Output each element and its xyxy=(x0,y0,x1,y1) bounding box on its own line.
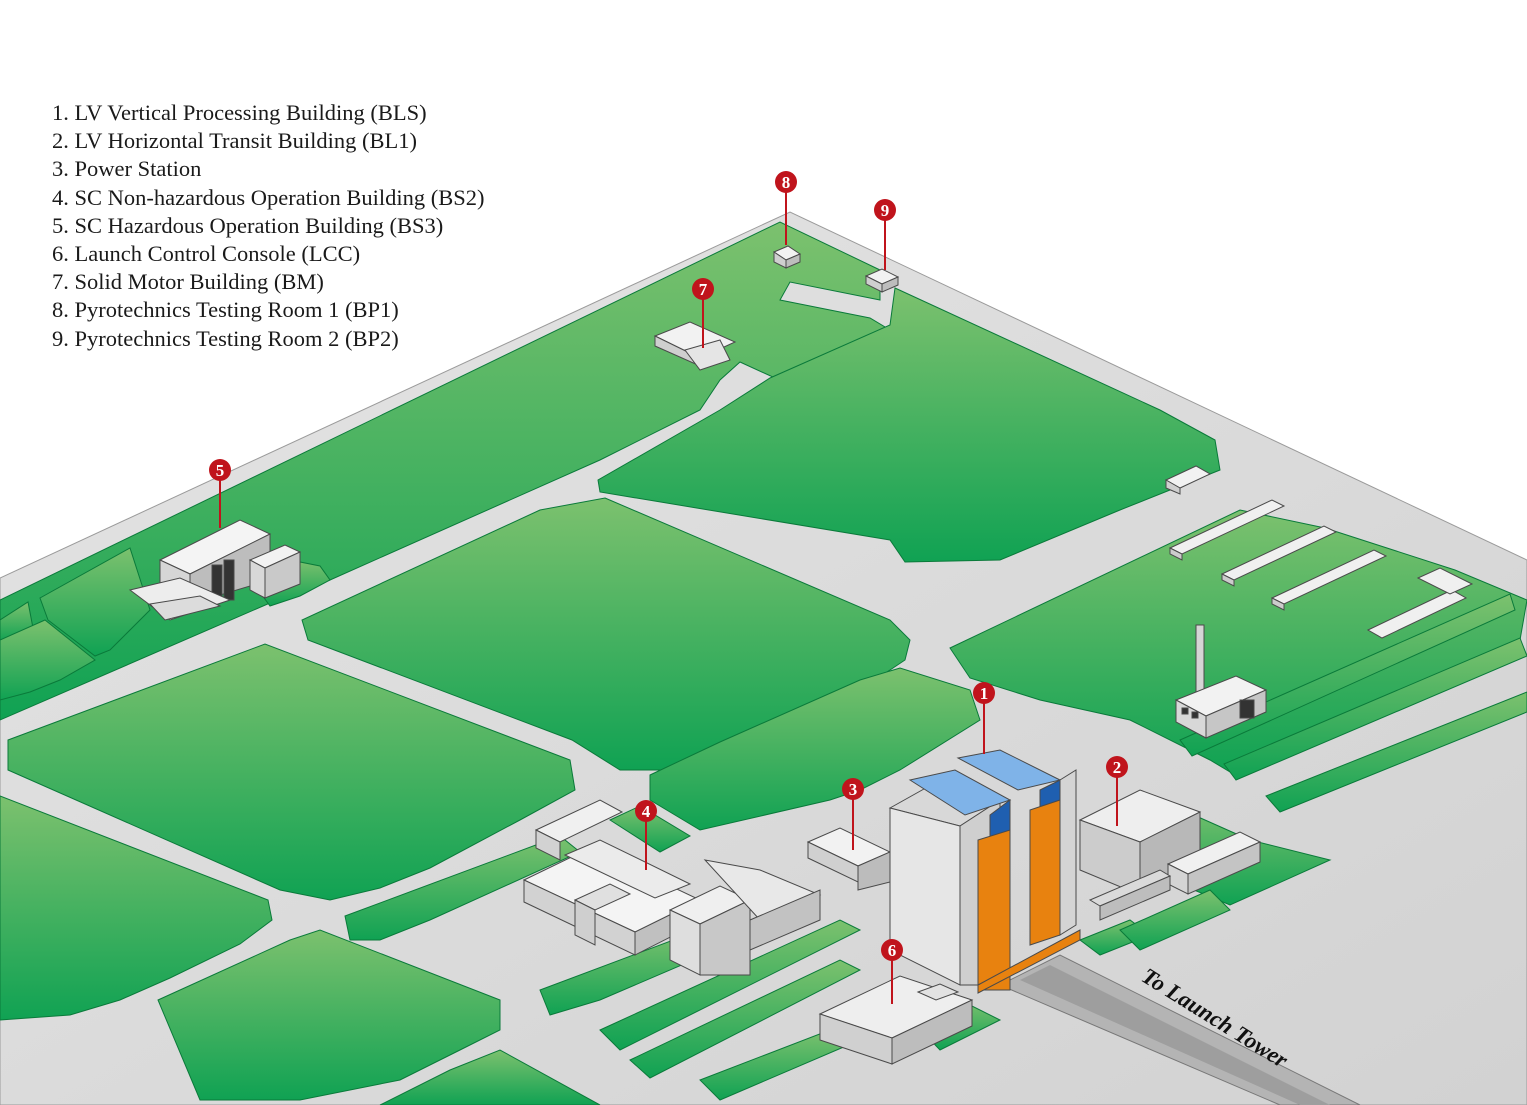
building-bp2 xyxy=(864,268,900,293)
marker-4[interactable]: 4 xyxy=(635,800,657,870)
legend-item: 5. SC Hazardous Operation Building (BS3) xyxy=(52,212,444,238)
marker-8[interactable]: 8 xyxy=(775,171,797,245)
site-legend: 1. LV Vertical Processing Building (BLS)… xyxy=(52,99,484,353)
marker-1[interactable]: 1 xyxy=(973,682,995,754)
legend-item: 7. Solid Motor Building (BM) xyxy=(52,269,324,295)
svg-text:6: 6 xyxy=(888,941,897,960)
factory-building xyxy=(1174,624,1268,739)
buildings xyxy=(128,245,1474,1065)
legend-item: 4. SC Non-hazardous Operation Building (… xyxy=(52,184,485,210)
svg-text:2: 2 xyxy=(1113,758,1122,777)
building-bl1 xyxy=(1078,789,1262,921)
building-bm xyxy=(653,321,737,371)
building-bs2 xyxy=(522,799,822,976)
building-bls-tower xyxy=(888,749,1081,994)
legend-item: 9. Pyrotechnics Testing Room 2 (BP2) xyxy=(52,325,399,351)
building-bs3 xyxy=(128,519,302,621)
legend-item: 2. LV Horizontal Transit Building (BL1) xyxy=(52,128,418,154)
legend-item: 6. Launch Control Console (LCC) xyxy=(52,241,361,267)
marker-9[interactable]: 9 xyxy=(874,199,896,270)
marker-3[interactable]: 3 xyxy=(842,778,864,850)
marker-6[interactable]: 6 xyxy=(881,939,903,1004)
svg-text:5: 5 xyxy=(216,461,225,480)
svg-text:9: 9 xyxy=(881,201,890,220)
launch-tower-road xyxy=(998,954,1361,1105)
svg-text:4: 4 xyxy=(642,802,651,821)
svg-text:1: 1 xyxy=(980,684,989,703)
legend-item: 3. Power Station xyxy=(52,156,202,182)
marker-7[interactable]: 7 xyxy=(692,278,714,348)
legend-item: 8. Pyrotechnics Testing Room 1 (BP1) xyxy=(52,297,399,323)
svg-text:7: 7 xyxy=(699,280,708,299)
legend-item: 1. LV Vertical Processing Building (BLS) xyxy=(52,100,427,125)
location-markers: 1 2 3 4 5 6 7 xyxy=(209,171,1128,1004)
svg-text:8: 8 xyxy=(782,173,791,192)
marker-2[interactable]: 2 xyxy=(1106,756,1128,826)
building-power-station xyxy=(806,827,892,891)
svg-text:3: 3 xyxy=(849,780,858,799)
marker-5[interactable]: 5 xyxy=(209,459,231,528)
building-bp1 xyxy=(772,245,802,269)
building-lcc xyxy=(818,975,974,1065)
